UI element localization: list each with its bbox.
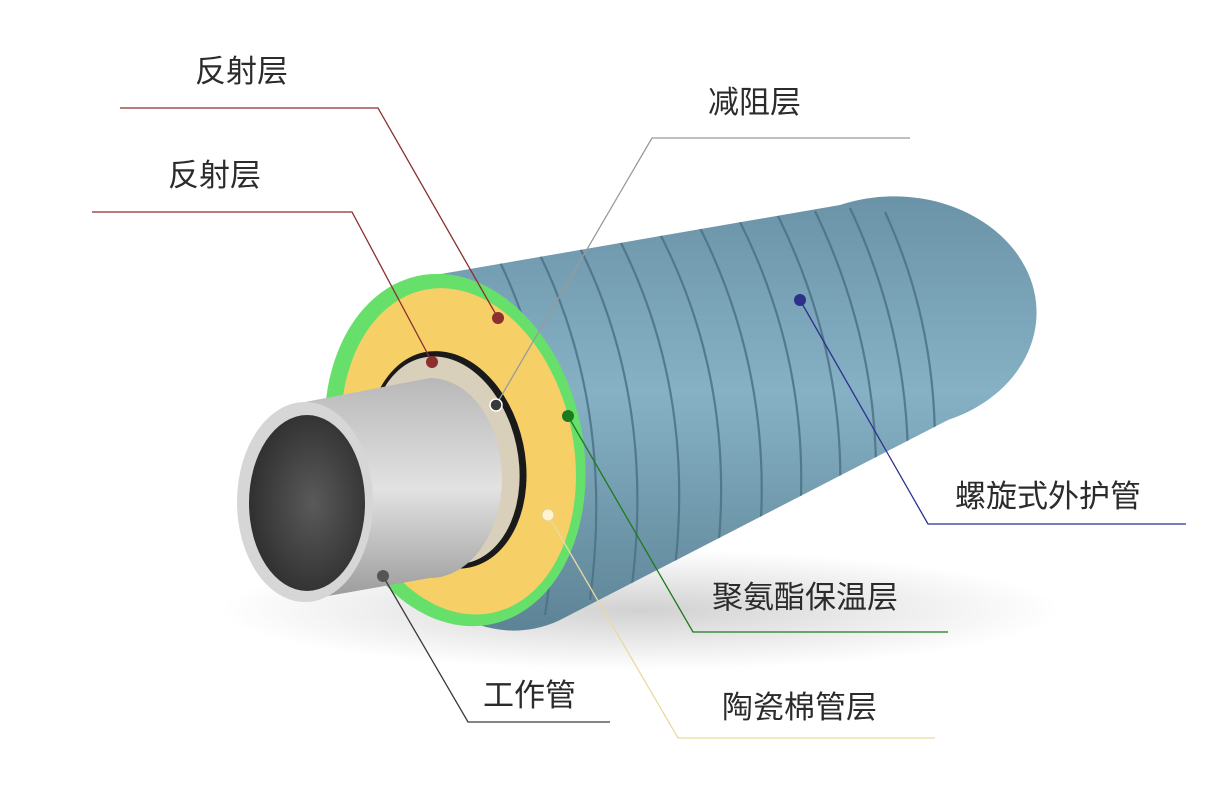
- label-spiral-casing: 螺旋式外护管: [955, 479, 1141, 515]
- spiral-stripe: [699, 227, 763, 536]
- spiral-stripe: [814, 210, 878, 483]
- callout-labels: 反射层 反射层 减阻层 螺旋式外护管 聚氨酯保温层 工作管 陶瓷棉管层: [168, 54, 1141, 726]
- spiral-stripe: [739, 221, 803, 519]
- leader-lines: [92, 107, 1186, 739]
- spiral-stripe: [884, 211, 937, 446]
- working-pipe-3d: [237, 378, 502, 602]
- spiral-stripe: [849, 207, 910, 465]
- dot-insulation: [562, 410, 574, 422]
- leader-insulation: [567, 415, 948, 633]
- dot-ceramic: [541, 508, 555, 522]
- label-reflect-outer: 反射层: [195, 54, 288, 90]
- leader-reflect-outer: [120, 107, 499, 319]
- label-reflect-inner: 反射层: [168, 158, 261, 194]
- leader-reflect-inner: [92, 211, 433, 363]
- leader-dots: [377, 294, 806, 582]
- spiral-stripe: [579, 247, 639, 586]
- dot-reflect-inner: [426, 356, 438, 368]
- label-ceramic-fiber: 陶瓷棉管层: [722, 690, 877, 726]
- leader-ceramic: [547, 514, 935, 739]
- label-friction-reduce: 减阻层: [708, 85, 801, 121]
- label-working-pipe: 工作管: [483, 678, 576, 714]
- dot-working: [377, 570, 389, 582]
- leader-working: [382, 575, 610, 723]
- spiral-stripe: [619, 240, 681, 569]
- leader-casing: [799, 299, 1186, 525]
- dot-friction: [489, 398, 503, 412]
- label-pu-insulation: 聚氨酯保温层: [712, 580, 898, 616]
- pipe-bore: [249, 415, 365, 591]
- spiral-stripe: [539, 254, 598, 601]
- dot-casing: [794, 294, 806, 306]
- spiral-stripe: [659, 233, 723, 553]
- leader-friction: [495, 137, 910, 406]
- spiral-stripe: [777, 215, 842, 501]
- dot-reflect-outer: [492, 312, 504, 324]
